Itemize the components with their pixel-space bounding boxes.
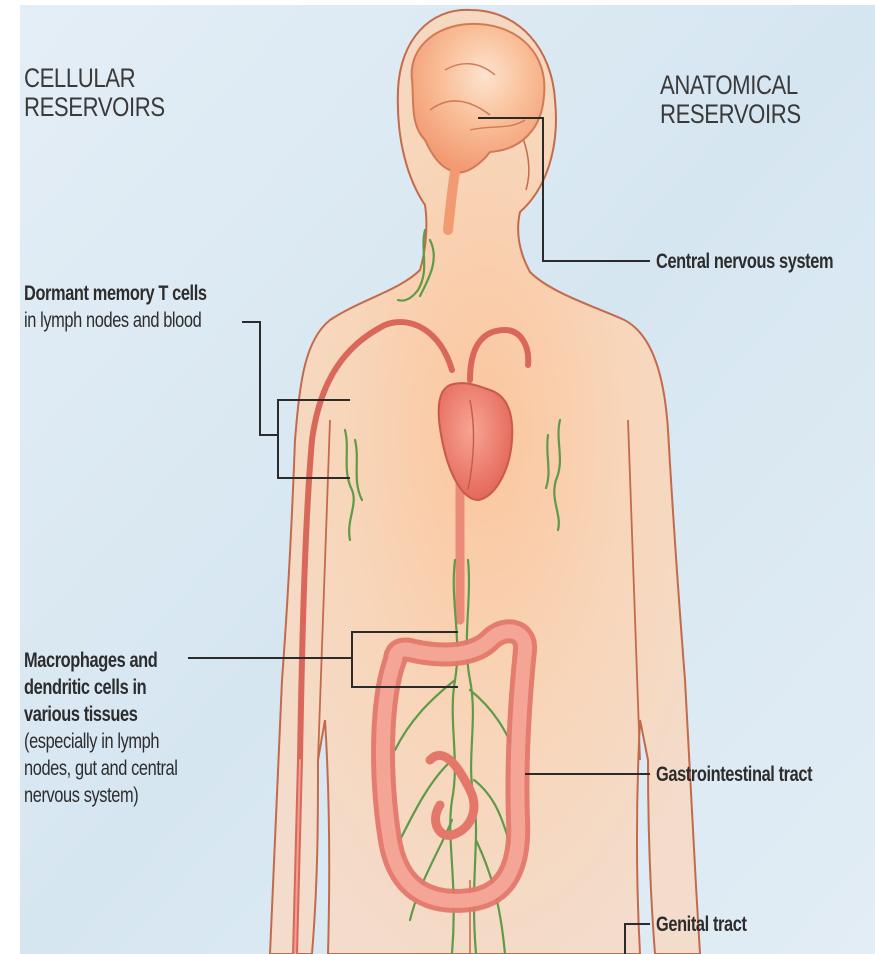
heading-line: RESERVOIRS <box>660 100 801 129</box>
heading-line: RESERVOIRS <box>24 93 165 122</box>
macrophages-sub-line: nervous system) <box>24 782 178 809</box>
gi-tract-label: Gastrointestinal tract <box>656 761 812 788</box>
macrophages-title-line: dendritic cells in <box>24 674 178 701</box>
macrophages-title-line: various tissues <box>24 701 178 728</box>
t-cells-label: Dormant memory T cells in lymph nodes an… <box>24 280 207 334</box>
anatomical-reservoirs-heading: ANATOMICAL RESERVOIRS <box>660 71 801 129</box>
t-cells-title: Dormant memory T cells <box>24 280 207 307</box>
macrophages-sub-line: (especially in lymph <box>24 728 178 755</box>
genital-tract-label: Genital tract <box>656 911 747 938</box>
heading-line: ANATOMICAL <box>660 71 801 100</box>
macrophages-label: Macrophages and dendritic cells in vario… <box>24 647 178 809</box>
t-cells-subtitle: in lymph nodes and blood <box>24 307 207 334</box>
heading-line: CELLULAR <box>24 64 165 93</box>
macrophages-sub-line: nodes, gut and central <box>24 755 178 782</box>
cns-label: Central nervous system <box>656 248 833 275</box>
cellular-reservoirs-heading: CELLULAR RESERVOIRS <box>24 64 165 122</box>
macrophages-title-line: Macrophages and <box>24 647 178 674</box>
